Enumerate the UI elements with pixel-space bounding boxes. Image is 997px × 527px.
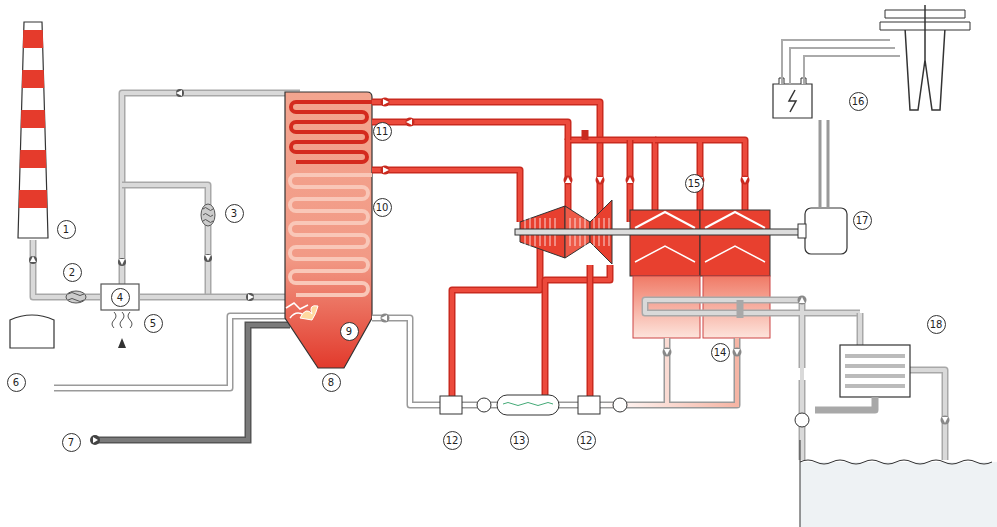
callout-number: 8 [322,373,341,392]
callout-number: 5 [144,314,163,333]
callout-number: 10 [373,198,392,217]
callout-number: 13 [510,431,529,450]
callout-number: 4 [111,288,130,307]
flow-arrows [29,89,254,301]
air-preheater [66,204,215,328]
callout-number: 17 [853,211,872,230]
callout-number: 1 [57,220,76,239]
air-flue-pipes [33,93,300,348]
turbines [515,200,805,276]
callout-number: 7 [62,433,81,452]
callout-number: 3 [225,204,244,223]
callout-number: 11 [373,122,392,141]
chimney [18,22,48,238]
callout-number: 15 [685,174,704,193]
callout-number: 9 [340,322,359,341]
callout-number: 12 [577,431,596,450]
callout-number: 2 [63,263,82,282]
feedwater-pipes [372,314,742,416]
steam-pipes [372,102,745,398]
generator [773,5,970,254]
fuel-lines [10,315,290,445]
callout-number: 12 [443,431,462,450]
callout-number: 6 [7,373,26,392]
steam-arrows [381,98,750,185]
callout-number: 18 [927,315,946,334]
callout-number: 14 [711,343,730,362]
callout-number: 16 [849,92,868,111]
boiler [285,92,372,368]
